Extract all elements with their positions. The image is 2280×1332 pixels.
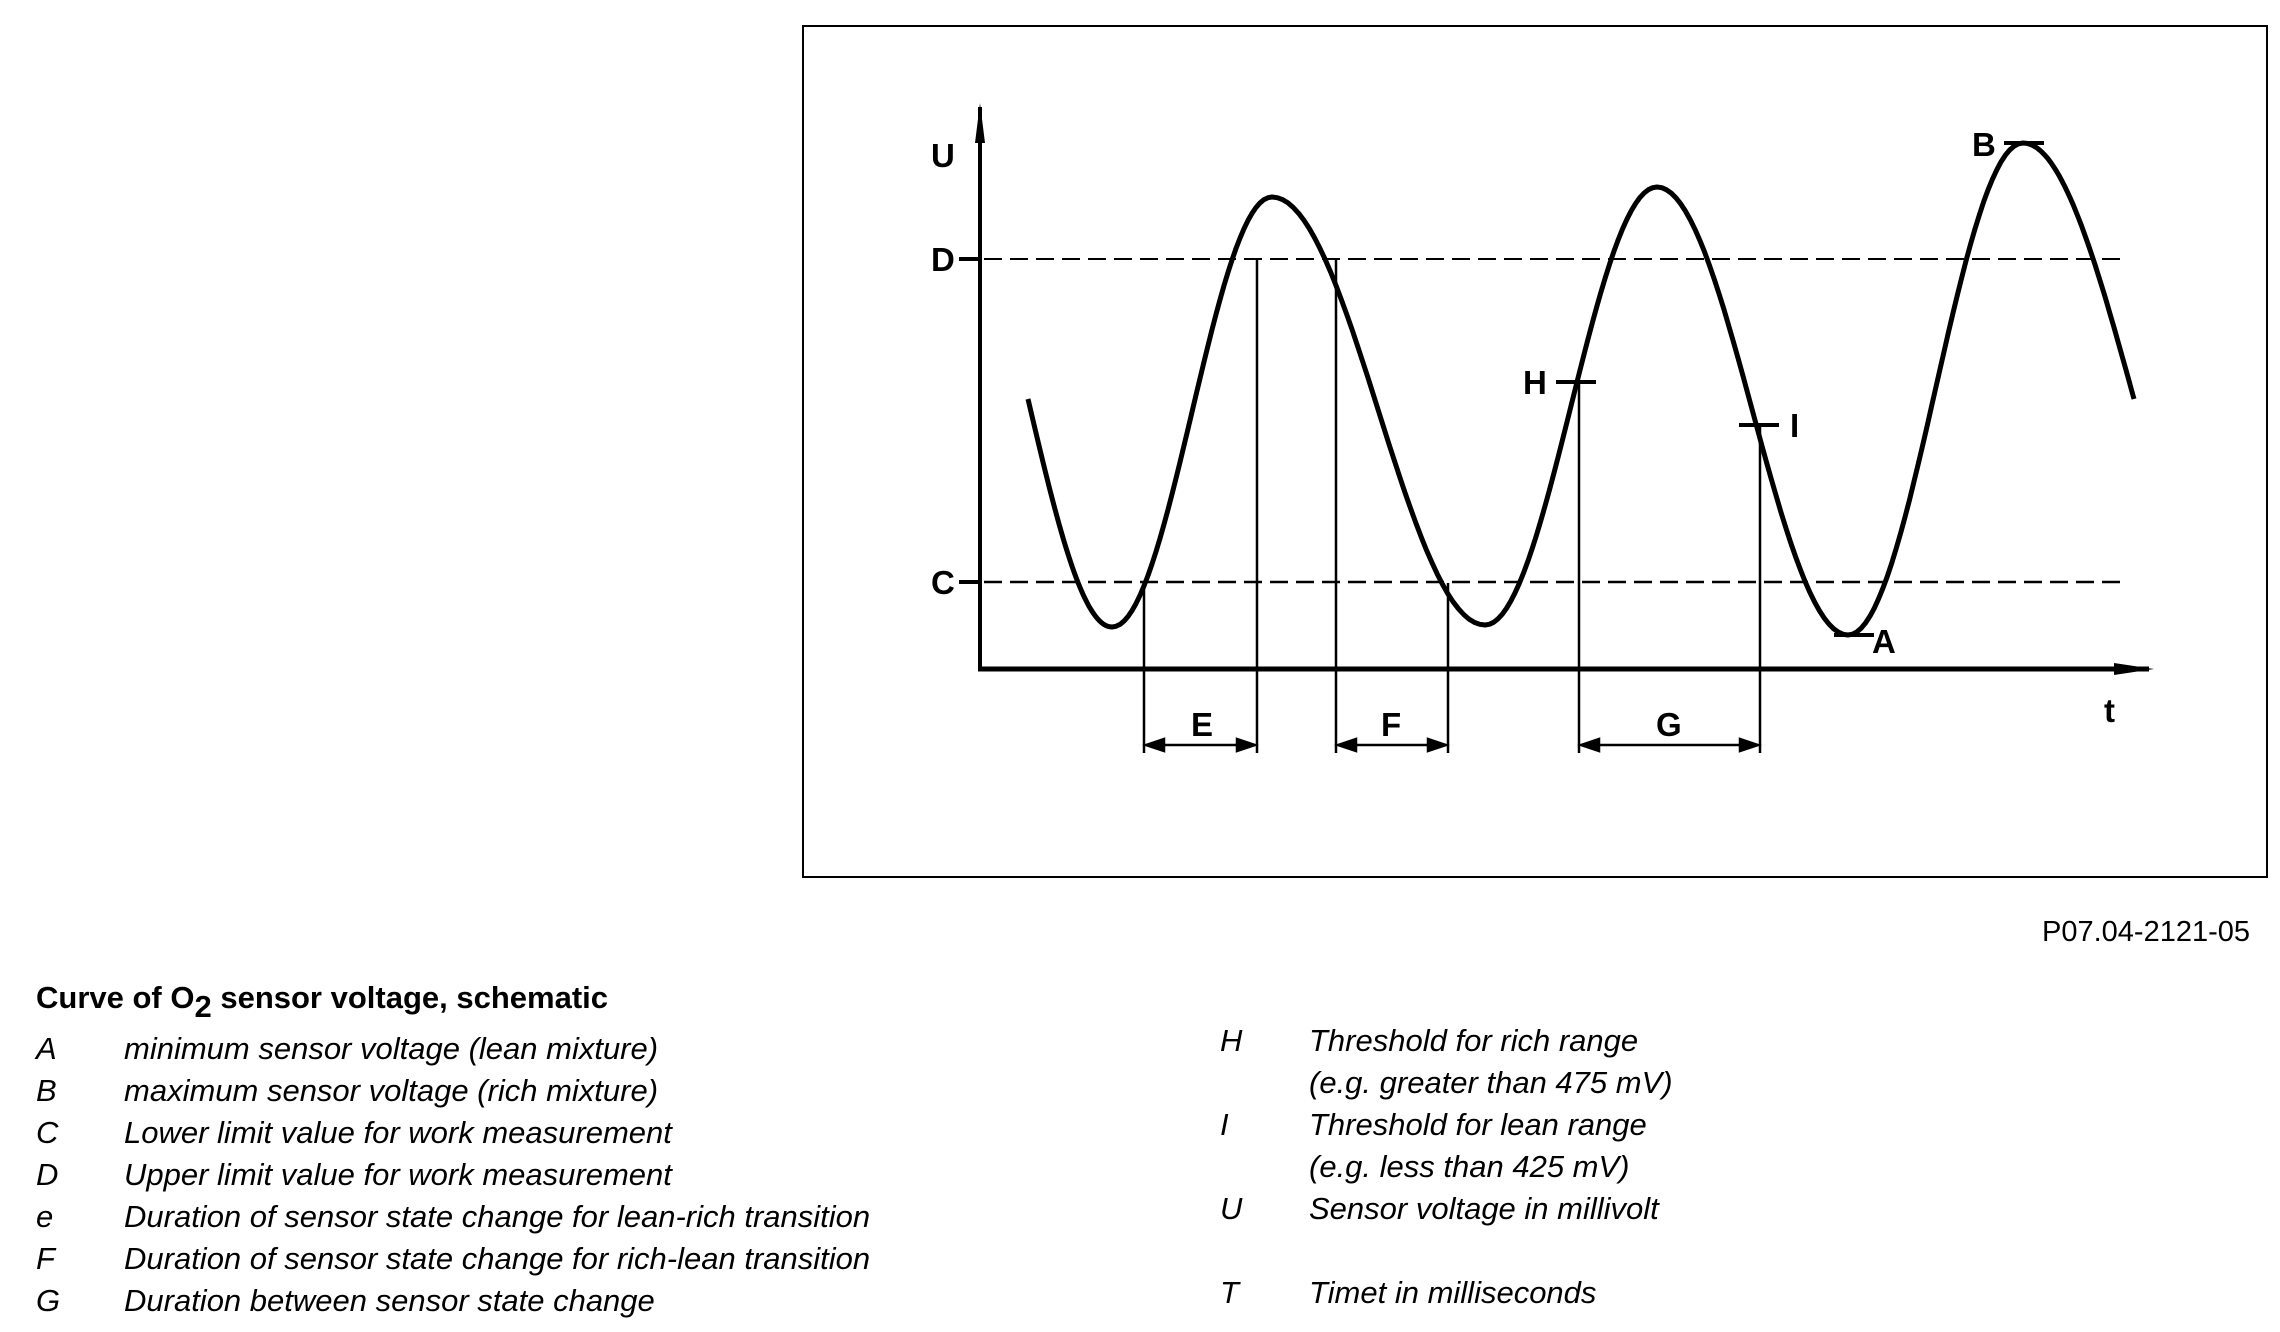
interval-label-g: G [1656, 706, 1682, 743]
point-label-h: H [1523, 364, 1547, 401]
diagram-frame: U t D C A B H I E F G [802, 25, 2268, 878]
sensor-voltage-curve [1025, 140, 2137, 638]
legend-text: maximum sensor voltage (rich mixture) [124, 1073, 659, 1108]
legend-text: minimum sensor voltage (lean mixture) [124, 1031, 659, 1066]
point-label-b: B [1972, 126, 1996, 163]
legend-text: (e.g. greater than 475 mV) [1309, 1065, 1673, 1100]
legend-text: Sensor voltage in millivolt [1309, 1191, 1659, 1226]
legend-text: Upper limit value for work measurement [124, 1157, 672, 1192]
interval-label-f: F [1381, 706, 1401, 743]
interval-label-e: E [1191, 706, 1213, 743]
legend-key: I [1220, 1107, 1229, 1142]
caption-title-sub: 2 [194, 989, 212, 1024]
caption-title-post: sensor voltage, schematic [211, 980, 608, 1015]
axis-y-label: U [931, 137, 955, 174]
level-label-d: D [931, 241, 955, 278]
legend-key: D [36, 1157, 59, 1192]
legend-item-h: H Threshold for rich range [1220, 1020, 1673, 1062]
legend-spacer [1220, 1230, 1673, 1272]
legend-key: e [36, 1199, 54, 1234]
legend-item-i: I Threshold for lean range [1220, 1104, 1673, 1146]
point-label-a: A [1872, 623, 1896, 660]
legend-key: U [1220, 1191, 1243, 1226]
legend-text: Timet in milliseconds [1309, 1275, 1597, 1310]
caption-title-pre: Curve of O [36, 980, 195, 1015]
legend-key: G [36, 1283, 61, 1318]
legend-item: e Duration of sensor state change for lea… [36, 1196, 870, 1238]
legend-key: T [1220, 1275, 1239, 1310]
legend-item: G Duration between sensor state change [36, 1280, 870, 1322]
legend-text: Duration of sensor state change for lean… [124, 1199, 871, 1234]
legend-key-empty [1220, 1146, 1309, 1188]
legend-item-u: U Sensor voltage in millivolt [1220, 1188, 1673, 1230]
legend-item: D Upper limit value for work measurement [36, 1154, 870, 1196]
legend-key: H [1220, 1023, 1243, 1058]
legend-key: C [36, 1115, 59, 1150]
legend-key-empty [1220, 1062, 1309, 1104]
legend-text: Threshold for rich range [1309, 1023, 1639, 1058]
legend-text: Duration of sensor state change for rich… [124, 1241, 871, 1276]
legend-key: A [36, 1031, 57, 1066]
legend-item: F Duration of sensor state change for ric… [36, 1238, 870, 1280]
legend-item-h-detail: (e.g. greater than 475 mV) [1220, 1062, 1673, 1104]
level-label-c: C [931, 564, 955, 601]
y-axis-arrow [975, 103, 985, 143]
legend-item-t: T Timet in milliseconds [1220, 1272, 1673, 1314]
axis-x-label: t [2104, 692, 2115, 729]
legend-item-i-detail: (e.g. less than 425 mV) [1220, 1146, 1673, 1188]
legend-text: Threshold for lean range [1309, 1107, 1647, 1142]
x-axis-arrow [2114, 663, 2154, 675]
curve-markers [1556, 141, 2044, 637]
point-label-i: I [1790, 407, 1799, 444]
interval-arrows [1142, 737, 1762, 753]
voltage-diagram: U t D C A B H I E F G [931, 103, 2154, 753]
legend-text: Duration between sensor state change [124, 1283, 655, 1318]
legend-key: B [36, 1073, 57, 1108]
caption-title: Curve of O2 sensor voltage, schematic [36, 980, 608, 1024]
legend-text: (e.g. less than 425 mV) [1309, 1149, 1630, 1184]
legend-key: F [36, 1241, 55, 1276]
interval-drop-lines [1142, 259, 1762, 753]
legend-right: H Threshold for rich range (e.g. greater … [1220, 1020, 1673, 1314]
legend-item: C Lower limit value for work measurement [36, 1112, 870, 1154]
legend-text: Lower limit value for work measurement [124, 1115, 672, 1150]
figure-code: P07.04-2121-05 [2042, 916, 2250, 948]
